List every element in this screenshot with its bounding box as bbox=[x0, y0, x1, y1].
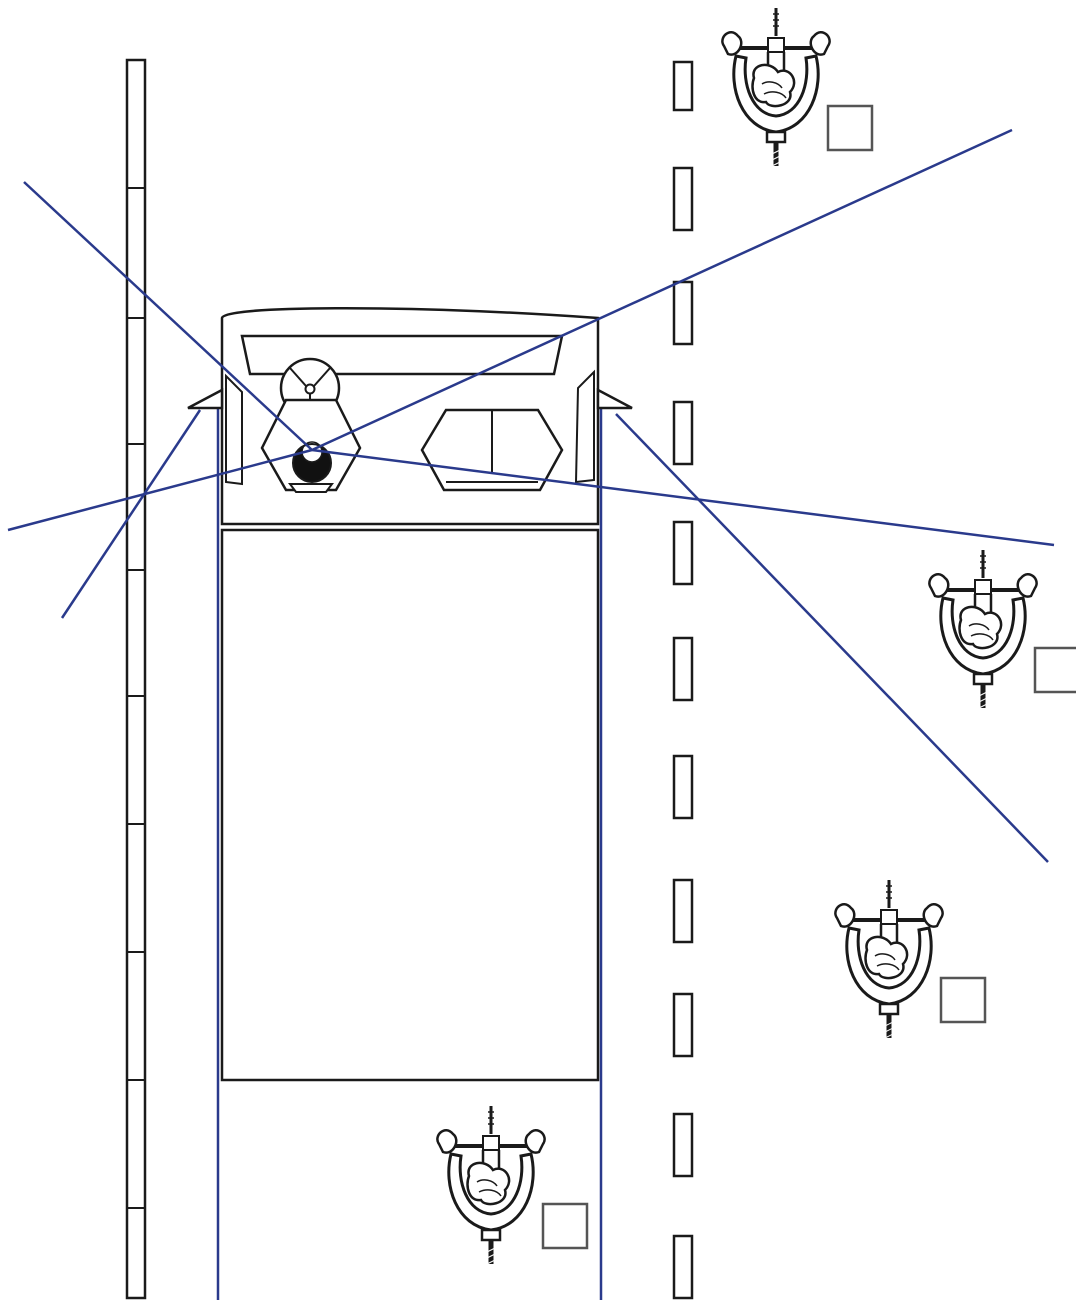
driver-sightline-lower-right bbox=[311, 448, 1055, 547]
cyclist-top-right bbox=[722, 8, 872, 166]
cyclist-bottom-center bbox=[437, 1106, 587, 1264]
driver-sightline-lower-left bbox=[7, 448, 313, 532]
curb-strip bbox=[125, 58, 147, 1300]
left-mirror-sightline bbox=[60, 409, 202, 619]
driver-sightline-upper-left bbox=[23, 181, 313, 451]
driver-sightline-upper-right bbox=[311, 128, 1013, 452]
right-mirror-sightline bbox=[615, 413, 1049, 863]
cyclist-lower-right bbox=[835, 880, 985, 1038]
cyclist-mid-right bbox=[929, 550, 1076, 708]
truck-top-view bbox=[187, 307, 633, 1082]
dashed-lane-divider bbox=[672, 60, 694, 1300]
